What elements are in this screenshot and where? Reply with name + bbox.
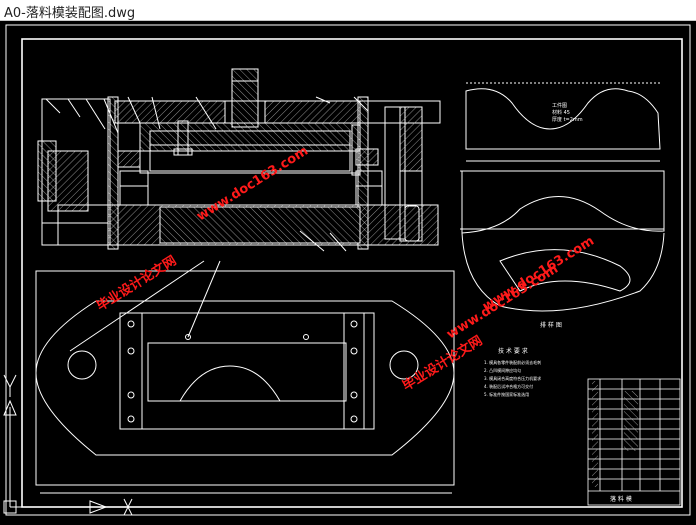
tech-note-5: 5. 标准件按国家标准选用 bbox=[484, 391, 529, 397]
tech-note-1: 1. 模具各零件装配前必须去毛刺 bbox=[484, 359, 541, 365]
workpiece-material: 材料 45 bbox=[552, 109, 570, 116]
strip-layout-label: 排 样 图 bbox=[540, 321, 562, 329]
ucs-x-axis-icon bbox=[3, 498, 133, 516]
watermark-cn-lower: 毕业设计论文网 bbox=[400, 333, 486, 395]
document-title: A0-落料模装配图.dwg bbox=[4, 6, 136, 21]
ucs-y-axis-icon bbox=[3, 374, 17, 507]
tech-note-3: 3. 模具闭合高度符合压力机要求 bbox=[484, 375, 541, 381]
workpiece-thickness: 厚度 t=2mm bbox=[552, 116, 583, 123]
sheet-outer-border bbox=[5, 24, 691, 516]
watermark-cn-upper: 毕业设计论文网 bbox=[94, 253, 180, 315]
assembly-section-view bbox=[37, 68, 441, 252]
title-block-name: 落 料 模 bbox=[610, 495, 632, 503]
sheet-inner-frame bbox=[21, 38, 683, 508]
workpiece-label: 工件图 bbox=[552, 102, 567, 109]
workpiece-drawing bbox=[465, 82, 661, 162]
strip-layout-drawing bbox=[460, 170, 665, 312]
tech-note-2: 2. 凸凹模间隙应均匀 bbox=[484, 367, 521, 373]
tech-note-4: 4. 装配后试冲合格方可交付 bbox=[484, 383, 533, 389]
watermark-site-right: www.doc163.com bbox=[480, 234, 597, 315]
lower-die-plan-view bbox=[35, 260, 455, 494]
tech-requirements-heading: 技 术 要 求 bbox=[498, 347, 528, 355]
cad-drawing-canvas[interactable]: 工件图 材料 45 厚度 t=2mm 排 样 图 技 术 要 求 1. 模具各零… bbox=[0, 21, 696, 521]
window-titlebar: A0-落料模装配图.dwg bbox=[0, 0, 696, 21]
title-block bbox=[587, 378, 681, 506]
